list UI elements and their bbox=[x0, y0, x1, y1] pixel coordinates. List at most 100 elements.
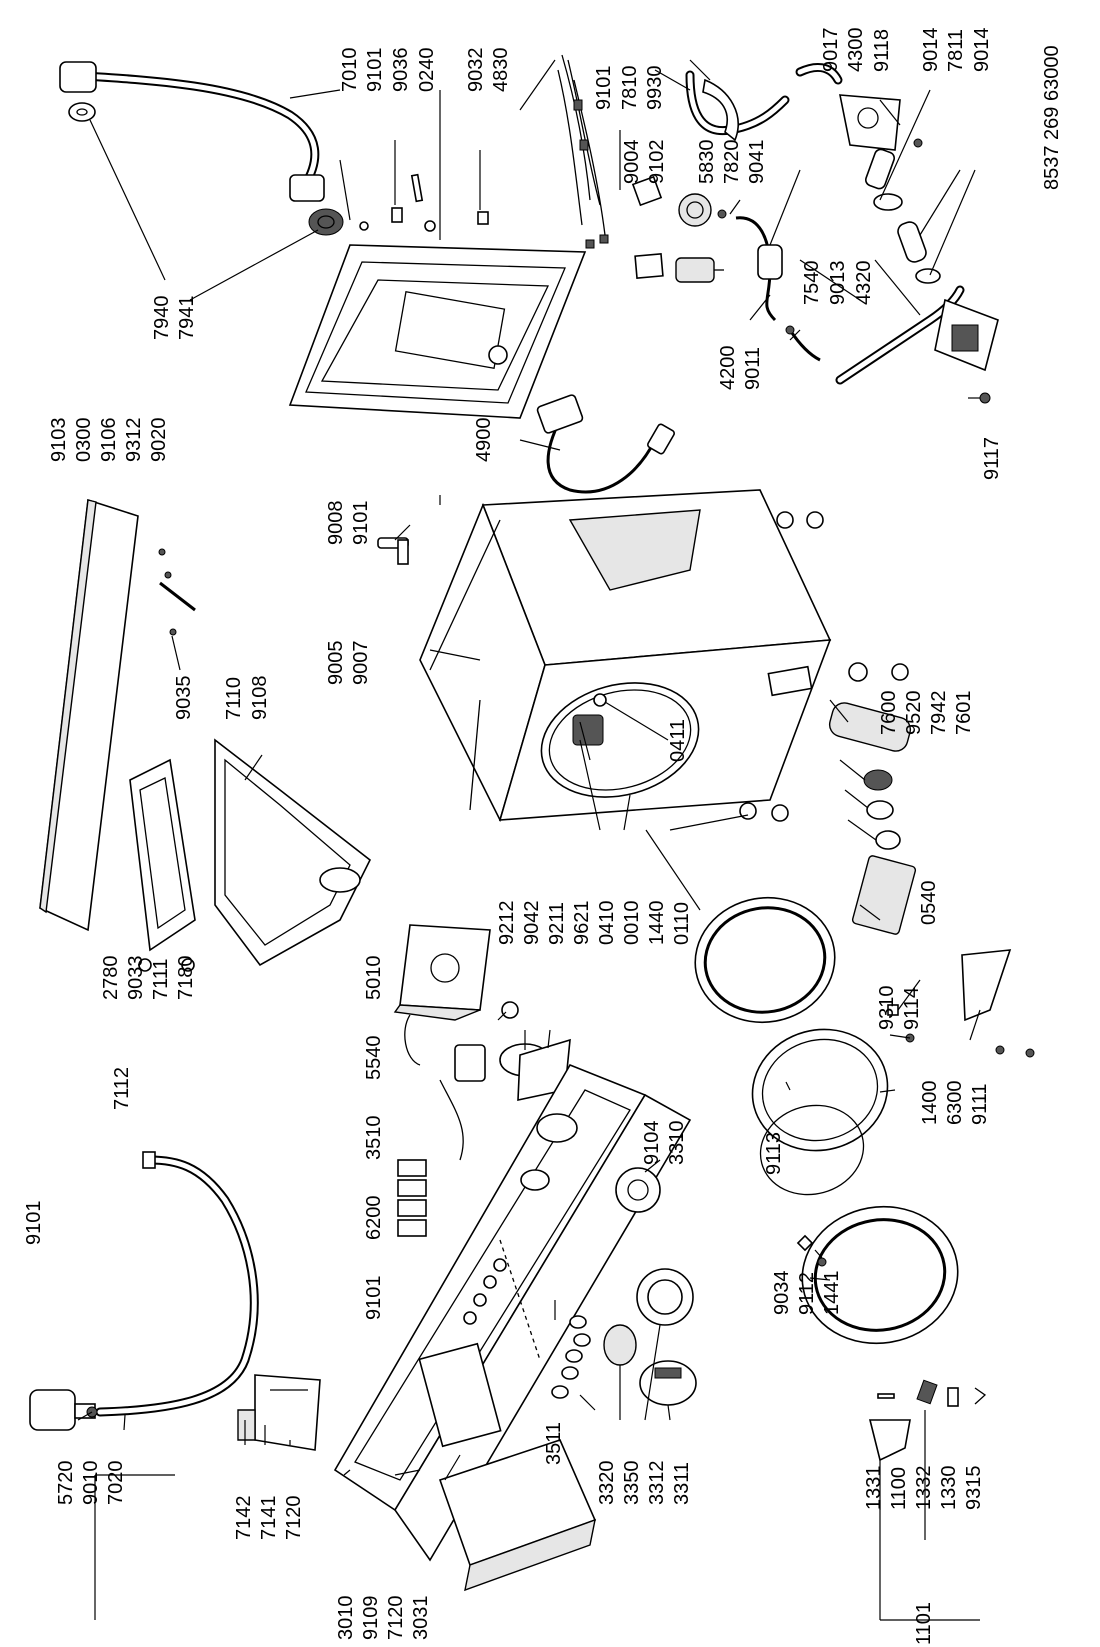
label-7810: 7810 bbox=[619, 66, 641, 111]
label-7141: 7141 bbox=[258, 1496, 280, 1541]
label-0410: 0410 bbox=[596, 901, 618, 946]
wiring-harness-4830 bbox=[557, 54, 609, 249]
label-5540: 5540 bbox=[363, 1036, 385, 1081]
feet-and-screws bbox=[739, 511, 909, 822]
label-7142: 7142 bbox=[233, 1496, 255, 1541]
label-1440: 1440 bbox=[646, 901, 668, 946]
label-1101: 1101 bbox=[913, 1602, 935, 1645]
label-1332: 1332 bbox=[913, 1466, 935, 1511]
label-7601: 7601 bbox=[953, 691, 975, 736]
label-4830: 4830 bbox=[490, 48, 512, 93]
label-4320: 4320 bbox=[853, 261, 875, 306]
dispenser-housing-7120 bbox=[237, 1374, 321, 1451]
label-7110: 7110 bbox=[223, 677, 245, 720]
bracket-9211 bbox=[499, 1001, 571, 1101]
door-ring-1440 bbox=[694, 896, 836, 1024]
fill-hose-7020 bbox=[86, 1151, 259, 1418]
label-9109: 9109 bbox=[360, 1596, 382, 1641]
ring-3312 bbox=[636, 1268, 694, 1326]
wire-3510 bbox=[439, 1079, 464, 1161]
label-7940: 7940 bbox=[151, 296, 173, 341]
leader-lines bbox=[77, 59, 981, 1621]
drain-pump-4300 bbox=[839, 94, 923, 190]
label-4900: 4900 bbox=[473, 418, 495, 463]
module-5540 bbox=[404, 1014, 486, 1082]
label-9211: 9211 bbox=[546, 902, 568, 945]
knob-3350 bbox=[603, 1324, 637, 1366]
clip-9034 bbox=[796, 1234, 827, 1267]
label-7111: 7111 bbox=[150, 958, 172, 1000]
timer-5010 bbox=[393, 924, 491, 1021]
label-7120: 7120 bbox=[385, 1596, 407, 1641]
label-4300: 4300 bbox=[845, 28, 867, 73]
label-7942: 7942 bbox=[928, 691, 950, 736]
label-9014: 9014 bbox=[920, 28, 942, 73]
label-4200: 4200 bbox=[717, 346, 739, 391]
label-0110: 0110 bbox=[671, 902, 693, 945]
clamp-9014 bbox=[873, 193, 903, 211]
label-9036: 9036 bbox=[390, 48, 412, 93]
label-9101: 9101 bbox=[350, 501, 372, 546]
drawing-code: 8537 269 63000 bbox=[1041, 45, 1063, 190]
label-9020: 9020 bbox=[148, 418, 170, 463]
label-5010: 5010 bbox=[363, 956, 385, 1001]
label-2780: 2780 bbox=[100, 956, 122, 1001]
label-7540: 7540 bbox=[801, 261, 823, 306]
label-9041: 9041 bbox=[746, 140, 768, 185]
drain-hose-7810 bbox=[685, 70, 790, 142]
label-3510: 3510 bbox=[363, 1116, 385, 1161]
part-labels: 7010 9101 9036 0240 9032 4830 9101 7810 … bbox=[23, 28, 1063, 1646]
label-9013: 9013 bbox=[827, 261, 849, 306]
label-9033: 9033 bbox=[125, 956, 147, 1001]
label-9114: 9114 bbox=[901, 987, 923, 1030]
label-9101: 9101 bbox=[23, 1201, 45, 1246]
label-9621: 9621 bbox=[571, 901, 593, 946]
label-7120: 7120 bbox=[283, 1496, 305, 1541]
label-9315: 9315 bbox=[963, 1466, 985, 1511]
label-3031: 3031 bbox=[410, 1596, 432, 1641]
label-9930: 9930 bbox=[644, 66, 666, 111]
label-9108: 9108 bbox=[249, 676, 271, 721]
knob-3310 bbox=[615, 1167, 661, 1213]
door-outer-ring-1441 bbox=[801, 1205, 959, 1345]
top-lid-0300 bbox=[39, 498, 139, 932]
label-6300: 6300 bbox=[944, 1081, 966, 1126]
screw-9117 bbox=[979, 392, 991, 404]
label-0540: 0540 bbox=[918, 881, 940, 926]
pressure-switch-5830 bbox=[631, 175, 727, 227]
label-9101: 9101 bbox=[593, 66, 615, 111]
label-9106: 9106 bbox=[98, 418, 120, 463]
label-9312: 9312 bbox=[123, 418, 145, 463]
label-9102: 9102 bbox=[646, 140, 668, 185]
label-9101: 9101 bbox=[363, 1276, 385, 1321]
label-9118: 9118 bbox=[871, 29, 893, 72]
hose-9011 bbox=[785, 325, 821, 362]
label-0300: 0300 bbox=[73, 418, 95, 463]
filter-7941 bbox=[308, 208, 344, 236]
drawer-3031 bbox=[418, 1342, 597, 1592]
label-9520: 9520 bbox=[903, 691, 925, 736]
label-7180: 7180 bbox=[175, 956, 197, 1001]
label-3010: 3010 bbox=[335, 1596, 357, 1641]
label-9104: 9104 bbox=[641, 1121, 663, 1166]
label-9111: 9111 bbox=[969, 1083, 991, 1125]
label-3511: 3511 bbox=[543, 1422, 565, 1465]
label-9011: 9011 bbox=[742, 347, 764, 390]
label-9101: 9101 bbox=[364, 48, 386, 93]
label-5720: 5720 bbox=[55, 1461, 77, 1506]
filter-cartridge-7600 bbox=[828, 702, 912, 850]
label-9212: 9212 bbox=[496, 901, 518, 946]
label-1330: 1330 bbox=[938, 1466, 960, 1511]
label-1100: 1100 bbox=[888, 1467, 910, 1510]
switch-block-6200 bbox=[397, 1159, 427, 1237]
cabinet-0010 bbox=[419, 489, 832, 823]
label-9007: 9007 bbox=[350, 641, 372, 686]
small-fasteners-top bbox=[359, 173, 489, 232]
label-9034: 9034 bbox=[771, 1271, 793, 1316]
hinge-9008 bbox=[377, 537, 409, 565]
label-9113: 9113 bbox=[763, 1132, 785, 1175]
label-9005: 9005 bbox=[325, 641, 347, 686]
label-5830: 5830 bbox=[696, 140, 718, 185]
door-glass-1400 bbox=[751, 1028, 889, 1196]
label-7941: 7941 bbox=[176, 296, 198, 341]
